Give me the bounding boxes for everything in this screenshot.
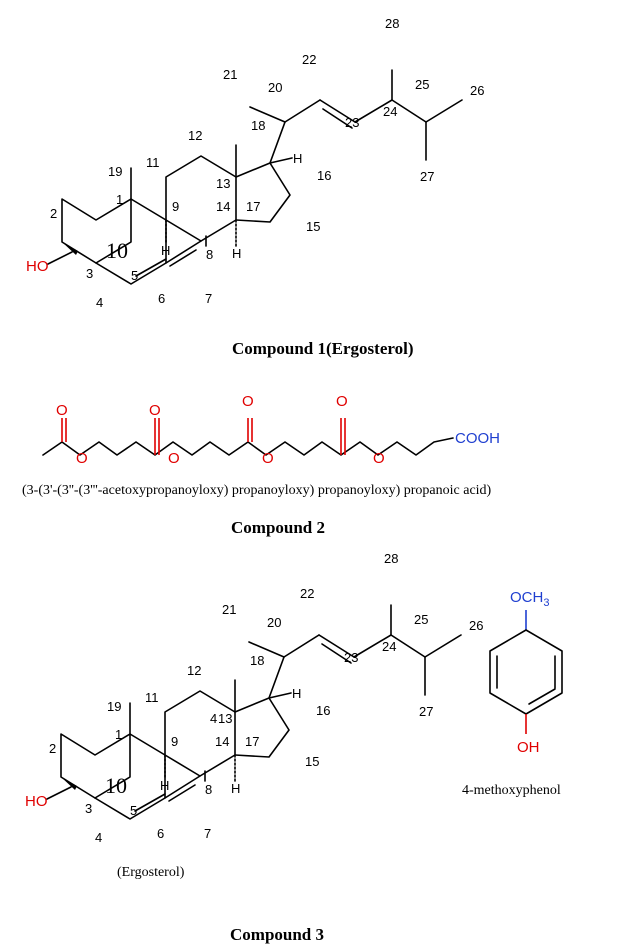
c3-atom-19: 19 xyxy=(107,699,121,714)
c2-ester-o-1: O xyxy=(76,450,88,467)
compound3-subcaption: (Ergosterol) xyxy=(117,865,185,880)
compound3-caption: Compound 3 xyxy=(230,925,324,944)
c3-atom-1: 1 xyxy=(115,727,122,742)
c1-atom-5: 5 xyxy=(131,268,138,283)
c3-atom-14: 14 xyxy=(215,734,229,749)
methoxy-group-label: OCH3 xyxy=(510,589,549,609)
c3-atom-extra-4: 4 xyxy=(210,711,217,726)
methoxyphenol-name: 4-methoxyphenol xyxy=(462,783,561,798)
c1-atom-3: 3 xyxy=(86,266,93,281)
c1-hydrogen-17: H xyxy=(293,151,302,166)
c1-hydrogen-9: H xyxy=(161,243,170,258)
c2-acid-group: COOH xyxy=(455,430,500,447)
methoxyphenol-labels: OCH3 OH 4-methoxyphenol xyxy=(462,589,561,798)
c2-carbonyl-o-2: O xyxy=(149,402,161,419)
c1-atom-17: 17 xyxy=(246,199,260,214)
c1-atom-13: 13 xyxy=(216,176,230,191)
c3-atom-28: 28 xyxy=(384,551,398,566)
c1-atom-24: 24 xyxy=(383,104,397,119)
c1-atom-14: 14 xyxy=(216,199,230,214)
c1-atom-8: 8 xyxy=(206,247,213,262)
c1-atom-28: 28 xyxy=(385,16,399,31)
c2-carbonyl-o-3: O xyxy=(242,393,254,410)
c3-atom-13: 13 xyxy=(218,711,232,726)
c3-hydrogen-14: H xyxy=(231,781,240,796)
compound2-name: (3-(3'-(3''-(3'''-acetoxypropanoyloxy) p… xyxy=(22,483,492,498)
c1-atom-25: 25 xyxy=(415,77,429,92)
c2-carbonyl-o-4: O xyxy=(336,393,348,410)
c1-hydrogen-14: H xyxy=(232,246,241,261)
c1-atom-19: 19 xyxy=(108,164,122,179)
c3-atom-2: 2 xyxy=(49,741,56,756)
c1-atom-9: 9 xyxy=(172,199,179,214)
c1-atom-1: 1 xyxy=(116,192,123,207)
c3-atom-20: 20 xyxy=(267,615,281,630)
c1-hydroxyl: HO xyxy=(26,258,49,275)
c1-atom-2: 2 xyxy=(50,206,57,221)
c3-atom-22: 22 xyxy=(300,586,314,601)
c3-atom-23: 23 xyxy=(344,650,358,665)
compound1-structure xyxy=(47,69,463,285)
c3-hydroxyl: HO xyxy=(25,793,48,810)
c3-atom-9: 9 xyxy=(171,734,178,749)
c3-atom-3: 3 xyxy=(85,801,92,816)
c1-atom-4: 4 xyxy=(96,295,103,310)
compound3-structure xyxy=(46,604,462,820)
compound2-caption: Compound 2 xyxy=(231,518,325,537)
c3-atom-18: 18 xyxy=(250,653,264,668)
compound1-caption: Compound 1(Ergosterol) xyxy=(232,339,414,358)
c1-atom-18: 18 xyxy=(251,118,265,133)
c3-atom-7: 7 xyxy=(204,826,211,841)
ring-d xyxy=(235,162,291,223)
c1-atom-20: 20 xyxy=(268,80,282,95)
c1-atom-7: 7 xyxy=(205,291,212,306)
c1-atom-27: 27 xyxy=(420,169,434,184)
c3-atom-16: 16 xyxy=(316,703,330,718)
c2-ester-o-4: O xyxy=(373,450,385,467)
c1-atom-6: 6 xyxy=(158,291,165,306)
c3-atom-4: 4 xyxy=(95,830,102,845)
methoxyphenol-structure xyxy=(489,610,563,734)
compound2-structure xyxy=(42,418,454,456)
c1-atom-12: 12 xyxy=(188,128,202,143)
c3-atom-25: 25 xyxy=(414,612,428,627)
c1-atom-23: 23 xyxy=(345,115,359,130)
c3-atom-15: 15 xyxy=(305,754,319,769)
c3-ring-d xyxy=(234,697,290,758)
compound1-labels: 1 2 3 4 5 6 7 8 9 10 11 12 13 14 15 16 1… xyxy=(26,16,484,310)
c1-atom-21: 21 xyxy=(223,67,237,82)
c3-atom-6: 6 xyxy=(157,826,164,841)
c3-atom-21: 21 xyxy=(222,602,236,617)
c3-atom-24: 24 xyxy=(382,639,396,654)
c3-hydrogen-17: H xyxy=(292,686,301,701)
c3-ring-label: 10 xyxy=(105,773,127,798)
c3-atom-8: 8 xyxy=(205,782,212,797)
c1-atom-16: 16 xyxy=(317,168,331,183)
phenol-hydroxyl: OH xyxy=(517,739,540,756)
c1-ring-label: 10 xyxy=(106,238,128,263)
c1-atom-15: 15 xyxy=(306,219,320,234)
c2-ester-o-3: O xyxy=(262,450,274,467)
c3-atom-11: 11 xyxy=(145,690,159,705)
c1-atom-11: 11 xyxy=(146,155,160,170)
c3-atom-17: 17 xyxy=(245,734,259,749)
c3-atom-12: 12 xyxy=(187,663,201,678)
c2-carbonyl-o-1: O xyxy=(56,402,68,419)
c1-atom-22: 22 xyxy=(302,52,316,67)
c3-atom-27: 27 xyxy=(419,704,433,719)
c3-hydrogen-9: H xyxy=(160,778,169,793)
compound2-labels: O O O O O O O O COOH xyxy=(56,393,500,467)
c2-ester-o-2: O xyxy=(168,450,180,467)
compound3-labels: 1 2 3 4 5 6 7 8 9 10 11 12 4 13 14 15 16… xyxy=(25,551,483,845)
c1-atom-26: 26 xyxy=(470,83,484,98)
c3-atom-26: 26 xyxy=(469,618,483,633)
c3-atom-5: 5 xyxy=(130,803,137,818)
